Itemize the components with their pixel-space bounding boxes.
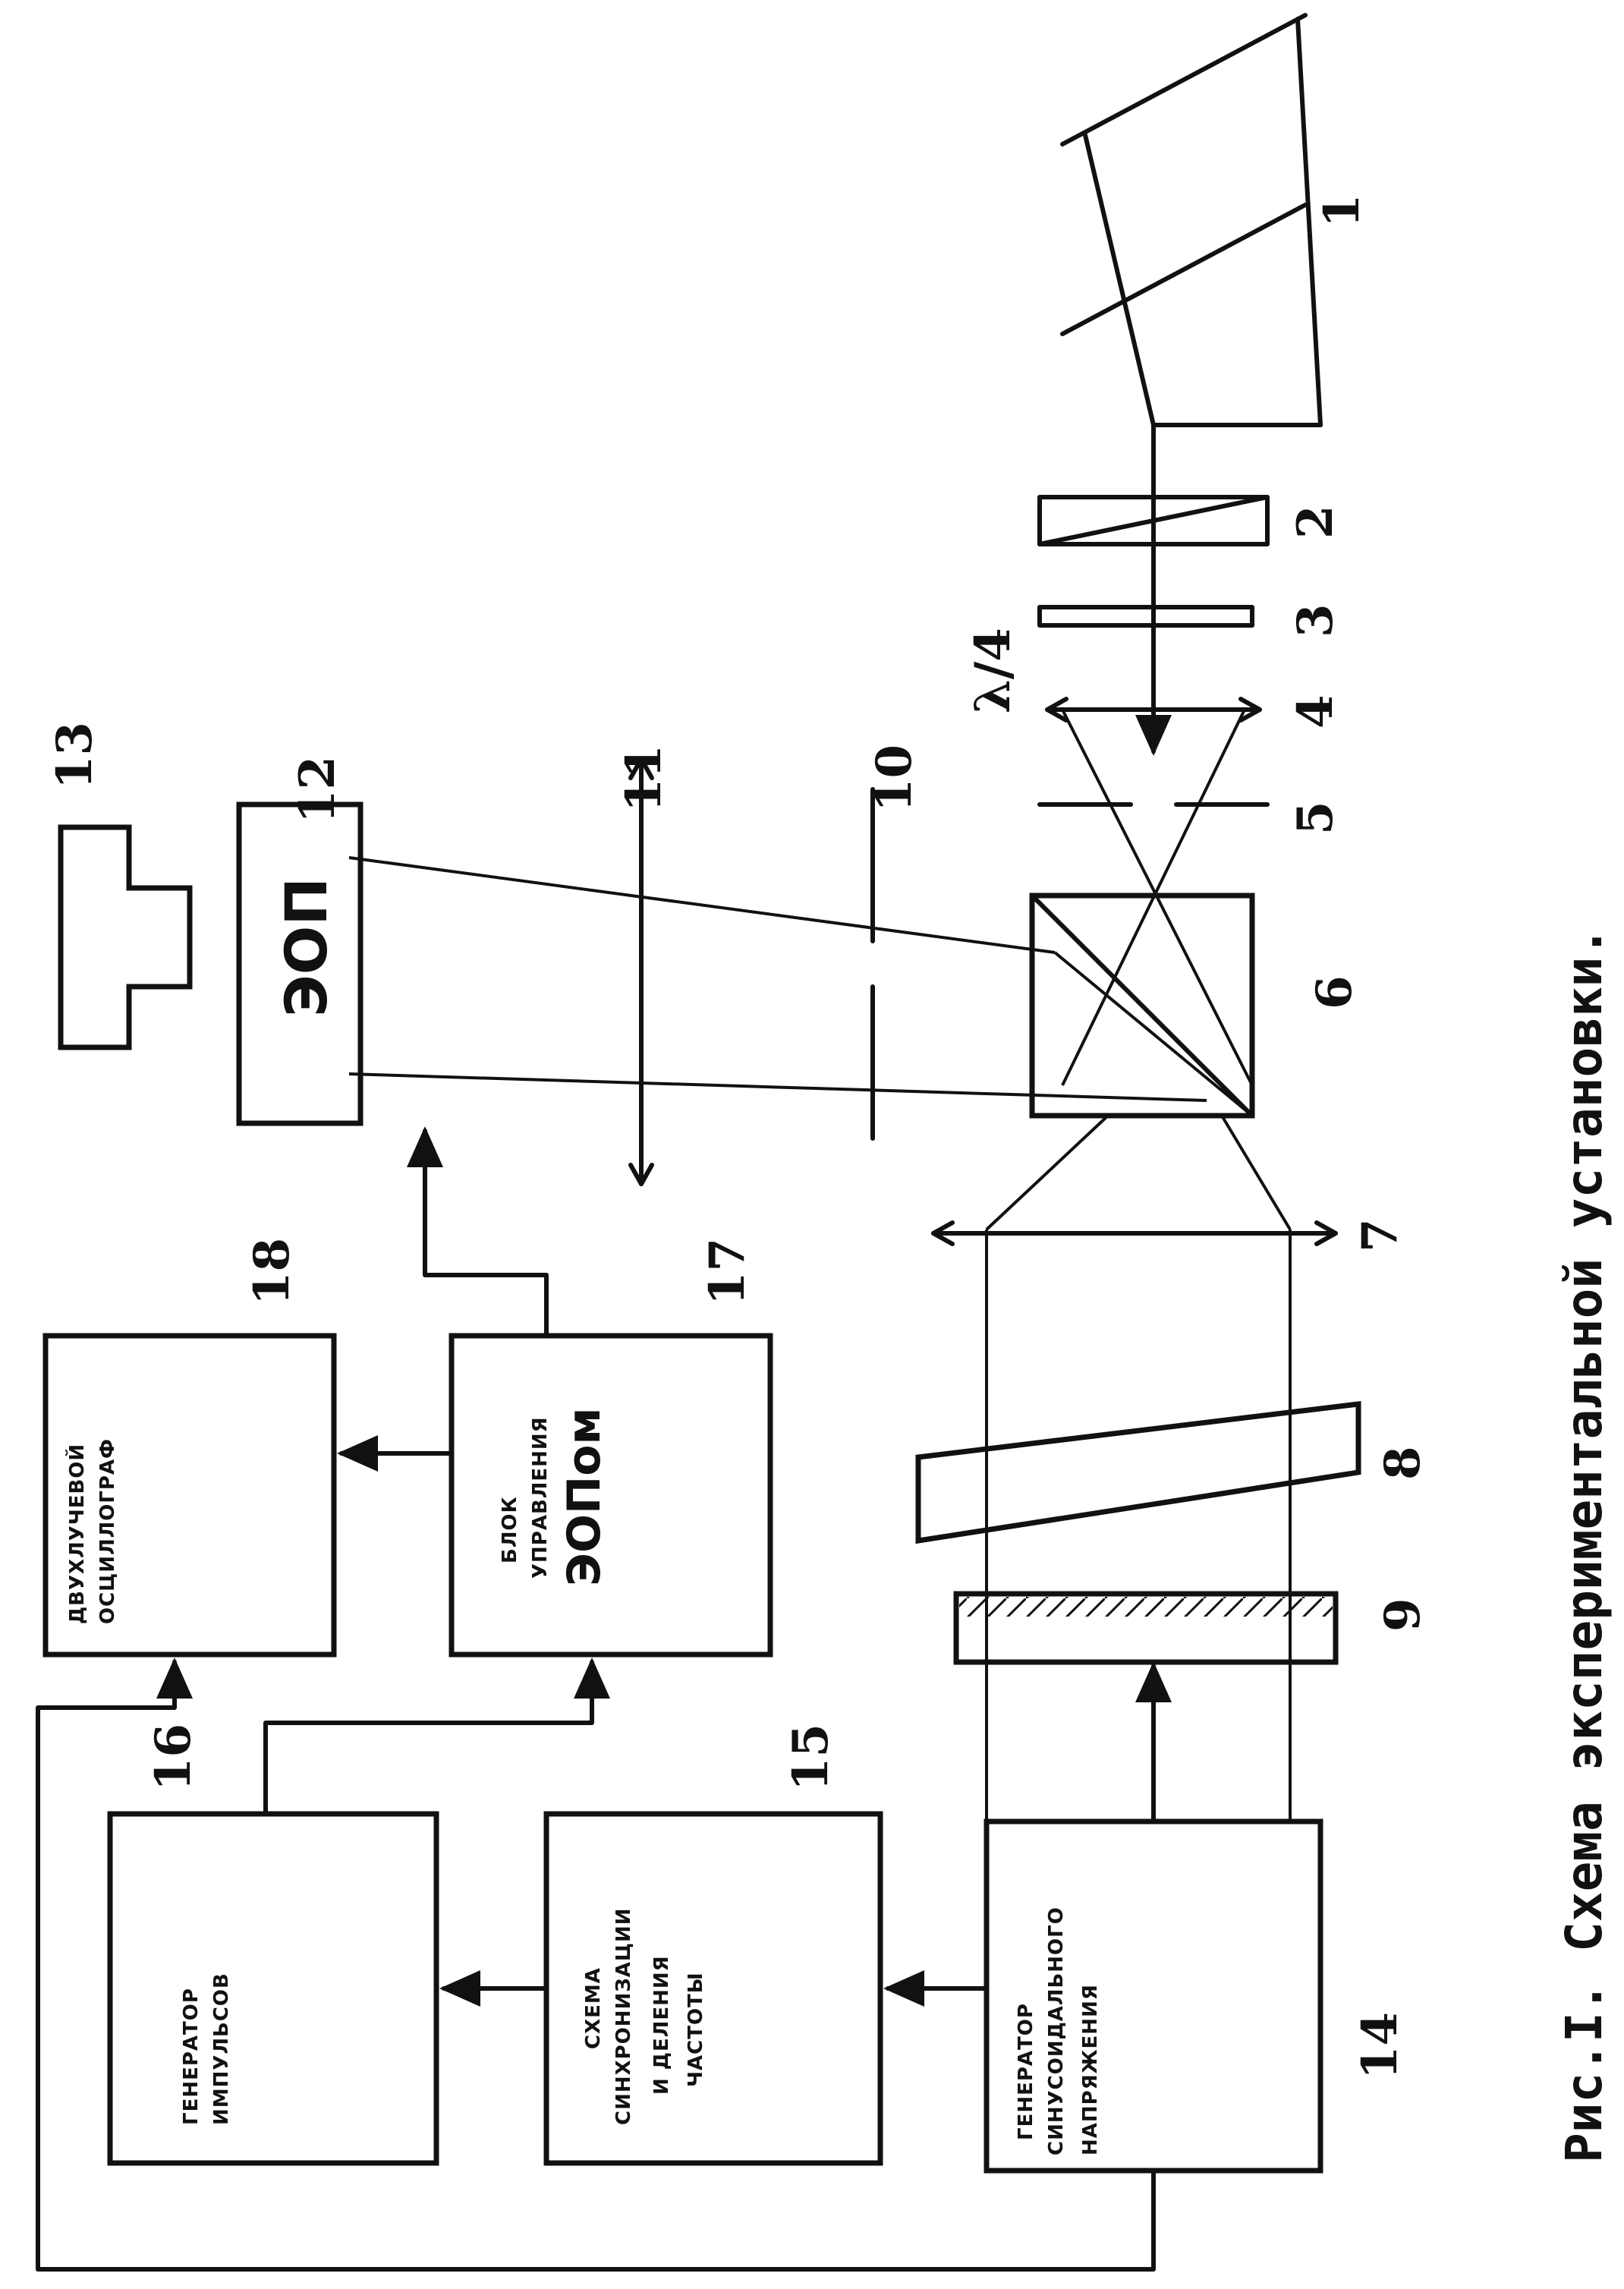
polarizer-2 (1037, 495, 1270, 546)
b18-line1: ДВУХЛУЧЕВОЙ (65, 1444, 89, 1624)
beam-splitter-6 (1029, 893, 1255, 1119)
quarter-wave-plate-3 (1037, 605, 1254, 628)
wire-14-to-18 (36, 1658, 1156, 2272)
label-10: 10 (866, 745, 923, 812)
b17-line2: УПРАВЛЕНИЯ (529, 1416, 552, 1579)
label-12: 12 (289, 756, 346, 823)
figure-caption: Рис.I. Схема экспериментальной установки… (1555, 927, 1613, 2163)
mirror-9-hatch (959, 1597, 1333, 1617)
b15-line4: ЧАСТОТЫ (685, 1972, 707, 2087)
b14-line3: НАПРЯЖЕНИЯ (1079, 1984, 1102, 2155)
eop-12 (236, 801, 364, 1126)
label-2: 2 (1287, 505, 1344, 539)
label-17: 17 (699, 1238, 756, 1305)
label-9: 9 (1374, 1598, 1431, 1632)
b16-line1: ГЕНЕРАТОР (180, 1988, 203, 2125)
label-4: 4 (1287, 694, 1344, 729)
label-8: 8 (1374, 1446, 1431, 1480)
wire-16-to-17 (263, 1658, 610, 1816)
label-16: 16 (145, 1724, 202, 1791)
label-15: 15 (782, 1724, 839, 1791)
b14-line1: ГЕНЕРАТОР (1015, 2003, 1037, 2140)
camera-13 (58, 824, 193, 1050)
label-3: 3 (1287, 603, 1344, 638)
label-1: 1 (1314, 194, 1371, 228)
collimated-beams (985, 1114, 1292, 1821)
label-5: 5 (1287, 801, 1344, 835)
lens-4 (1045, 697, 1262, 723)
label-18: 18 (244, 1238, 301, 1305)
wedge-8 (915, 1401, 1361, 1544)
label-11: 11 (615, 745, 672, 812)
b15-line3: И ДЕЛЕНИЯ (650, 1955, 673, 2095)
label-6: 6 (1306, 975, 1363, 1009)
b15-line1: СХЕМА (582, 1967, 605, 2049)
label-lambda-quarter: λ/4 (965, 628, 1021, 713)
block-18-oscilloscope (42, 1333, 337, 1658)
beams-to-eop (348, 856, 1254, 1117)
b17-line1: БЛОК (499, 1496, 521, 1563)
b15-line2: СИНХРОНИЗАЦИИ (612, 1907, 635, 2125)
lens-7 (931, 1220, 1338, 1246)
eop-label: ЭОП (272, 877, 340, 1017)
block-16-pulse-generator (107, 1811, 439, 2166)
label-14: 14 (1352, 2012, 1408, 2080)
lens-11 (628, 757, 654, 1186)
wire-17-to-12 (407, 1126, 549, 1338)
b18-line2: ОСЦИЛЛОГРАФ (96, 1438, 119, 1624)
laser-1 (1060, 13, 1323, 746)
b16-line2: ИМПУЛЬСОВ (210, 1973, 233, 2125)
label-13: 13 (46, 722, 103, 789)
label-7: 7 (1352, 1218, 1408, 1252)
b14-line2: СИНУСОИДАЛЬНОГО (1045, 1906, 1068, 2155)
b17-line3: ЭОПом (558, 1407, 611, 1586)
block-17-eop-control (448, 1333, 773, 1658)
